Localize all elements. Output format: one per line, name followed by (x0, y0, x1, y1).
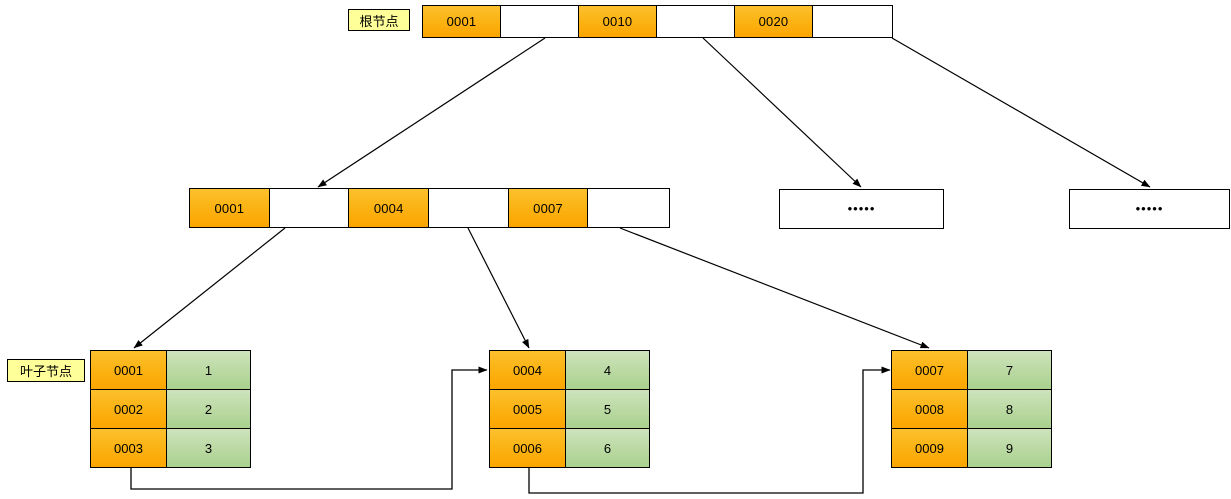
leaf-cell-value: 9 (968, 429, 1051, 467)
leaf-row[interactable]: 0005 5 (490, 390, 649, 429)
ellipsis-text: ••••• (1135, 200, 1164, 216)
internal-node-ellipsis-2[interactable]: ••••• (1069, 189, 1230, 229)
internal-cell-key-2[interactable]: 0007 (508, 189, 589, 227)
internal-cell-key-1[interactable]: 0004 (349, 189, 430, 227)
leaf-cell-key: 0001 (91, 351, 167, 389)
leaf-row[interactable]: 0004 4 (490, 351, 649, 390)
edge-internal-to-leaf-2 (467, 227, 530, 349)
leaf-cell-key: 0006 (490, 429, 566, 467)
leaf-cell-key: 0002 (91, 390, 167, 428)
leaf-cell-key: 0005 (490, 390, 566, 428)
internal-node[interactable]: 0001 0004 0007 (189, 188, 670, 228)
leaf-cell-value: 8 (968, 390, 1051, 428)
leaf-cell-value: 6 (566, 429, 649, 467)
edge-root-to-internal-1 (317, 37, 546, 188)
leaf-row[interactable]: 0006 6 (490, 429, 649, 467)
leaf-cell-value: 5 (566, 390, 649, 428)
leaf-node-1[interactable]: 0001 1 0002 2 0003 3 (90, 350, 251, 468)
internal-cell-pointer-1[interactable] (429, 189, 509, 227)
root-cell-key-2[interactable]: 0020 (735, 6, 813, 37)
leaf-node-2[interactable]: 0004 4 0005 5 0006 6 (489, 350, 650, 468)
leaf-row[interactable]: 0007 7 (892, 351, 1051, 390)
leaf-cell-key: 0004 (490, 351, 566, 389)
internal-cell-key-0[interactable]: 0001 (190, 189, 270, 227)
leaf-cell-value: 2 (167, 390, 250, 428)
ellipsis-text: ••••• (847, 200, 876, 216)
root-cell-pointer-2[interactable] (813, 6, 892, 37)
root-node[interactable]: 0001 0010 0020 (422, 5, 893, 38)
leaf-row[interactable]: 0003 3 (91, 429, 250, 467)
leaf-cell-key: 0009 (892, 429, 968, 467)
leaf-row[interactable]: 0008 8 (892, 390, 1051, 429)
edge-root-to-internal-2 (702, 37, 862, 188)
internal-cell-pointer-0[interactable] (269, 189, 350, 227)
leaf-node-3[interactable]: 0007 7 0008 8 0009 9 (891, 350, 1052, 468)
leaf-row[interactable]: 0009 9 (892, 429, 1051, 467)
leaf-cell-value: 4 (566, 351, 649, 389)
leaf-cell-key: 0007 (892, 351, 968, 389)
leaf-node-label: 叶子节点 (7, 359, 85, 382)
root-cell-key-0[interactable]: 0001 (423, 6, 501, 37)
leaf-cell-value: 3 (167, 429, 250, 467)
root-cell-pointer-0[interactable] (501, 6, 579, 37)
root-node-label: 根节点 (348, 9, 410, 31)
leaf-cell-value: 7 (968, 351, 1051, 389)
edge-root-to-internal-3 (891, 37, 1151, 188)
leaf-cell-value: 1 (167, 351, 250, 389)
leaf-row[interactable]: 0001 1 (91, 351, 250, 390)
internal-node-ellipsis-1[interactable]: ••••• (779, 189, 944, 229)
root-cell-pointer-1[interactable] (657, 6, 735, 37)
root-cell-key-1[interactable]: 0010 (579, 6, 657, 37)
leaf-cell-key: 0003 (91, 429, 167, 467)
edge-internal-to-leaf-1 (133, 227, 286, 349)
leaf-row[interactable]: 0002 2 (91, 390, 250, 429)
leaf-cell-key: 0008 (892, 390, 968, 428)
internal-cell-pointer-2[interactable] (588, 189, 670, 227)
edge-internal-to-leaf-3 (619, 227, 930, 349)
